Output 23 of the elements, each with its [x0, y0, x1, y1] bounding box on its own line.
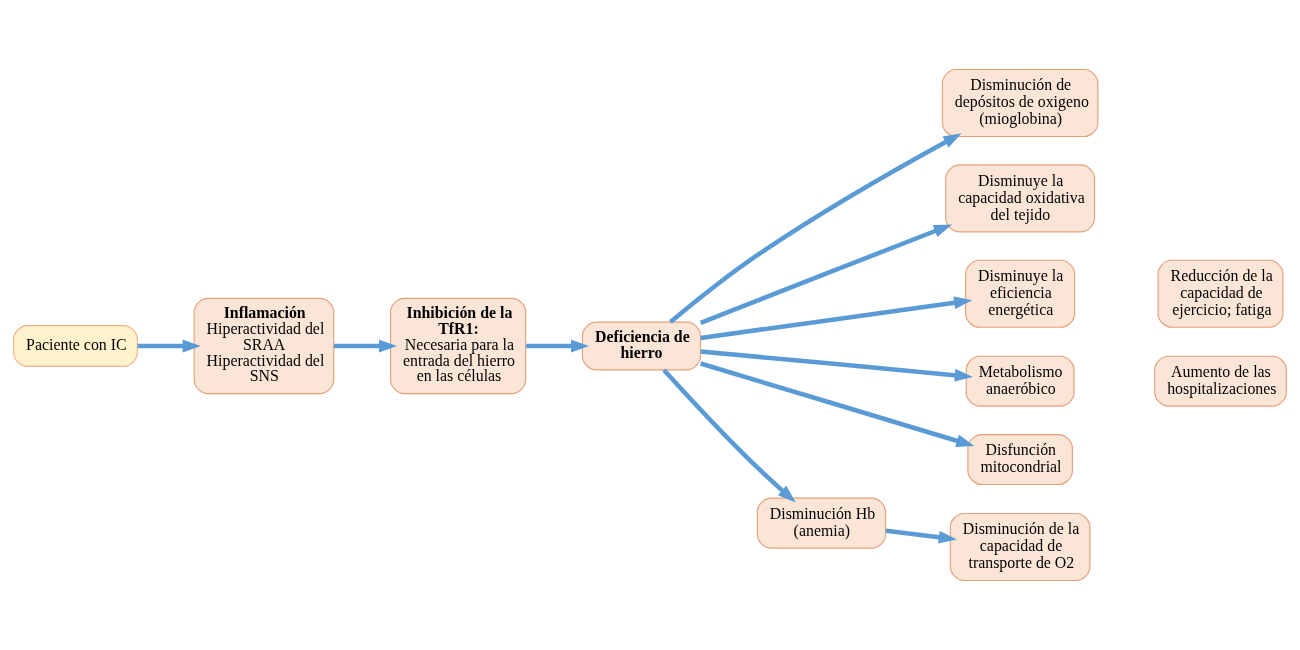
node-box: Aumento de las hospitalizaciones: [1154, 355, 1287, 407]
arrow: [699, 224, 953, 326]
arrow: [700, 349, 973, 382]
arrow: [700, 296, 973, 341]
node-box: Inhibición de la TfR1: Necesaria para la entrada del hierro en las células: [390, 297, 527, 395]
node-box: Deficiencia de hierro: [581, 321, 702, 371]
node-box: Disminución de depósitos de oxigeno (mioglobina): [941, 68, 1099, 138]
node-box: Disminución de la capacidad de transporte de O2: [949, 512, 1091, 582]
node-box: Disminuye la capacidad oxidativa del tejido: [945, 164, 1096, 233]
node-box: Metabolismo anaeróbico: [965, 355, 1075, 407]
node-box: Disminuye la eficiencia energética: [965, 259, 1076, 328]
node-box: Paciente con IC: [13, 325, 138, 367]
arrow: [137, 339, 201, 353]
node-box: Reducción de la capacidad de ejercicio; fatiga: [1157, 259, 1284, 328]
arrow: [662, 368, 796, 503]
arrow: [333, 339, 398, 353]
node-box: Disfunción mitocondrial: [967, 434, 1073, 486]
arrow: [699, 361, 975, 447]
arrow: [885, 528, 957, 544]
arrow: [669, 133, 962, 324]
node-box: Inflamación Hiperactividad del SRAA Hiperactividad del SNS: [193, 297, 335, 395]
node-box: Disminución Hb (anemia): [756, 497, 887, 549]
arrow: [526, 339, 590, 353]
